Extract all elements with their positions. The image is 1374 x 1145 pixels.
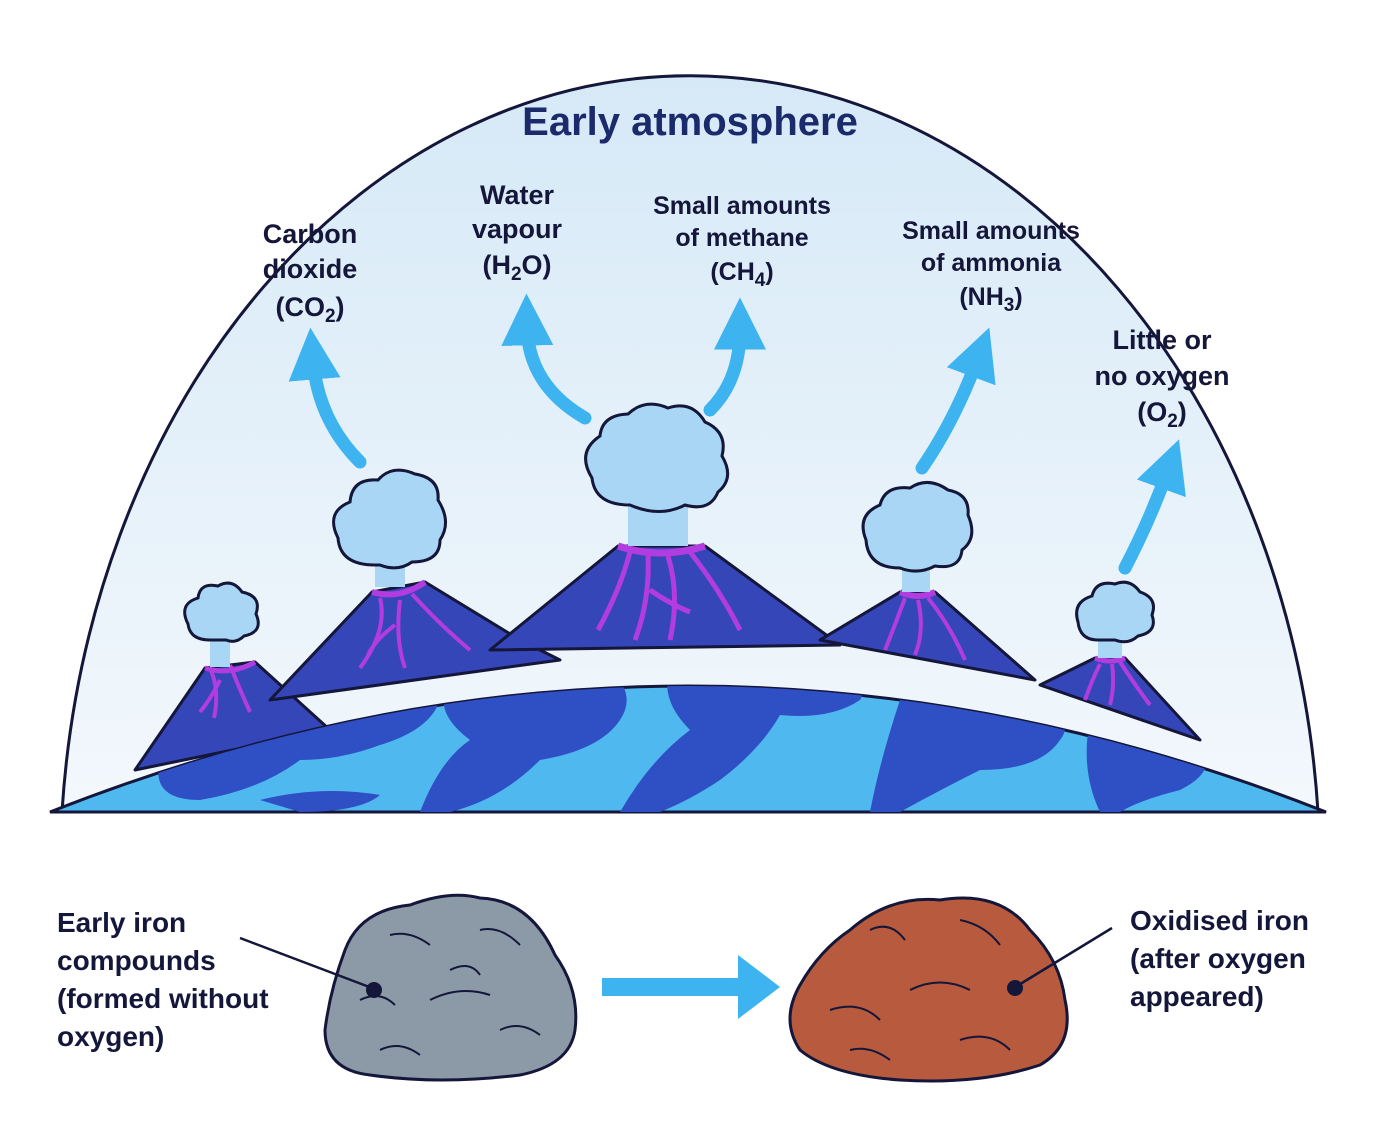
arrow-ammonia	[915, 327, 996, 475]
gas-label-ammonia: Small amounts of ammonia (NH3)	[902, 217, 1080, 316]
rock-label-line: (after oxygen	[1130, 943, 1306, 974]
volcano-right	[818, 589, 1037, 682]
red-rock-leader-line	[1016, 926, 1113, 988]
rock-label-line: Oxidised iron	[1130, 905, 1309, 936]
volcano-left	[268, 579, 562, 702]
smoke-small-left	[183, 581, 260, 667]
gas-line1: Water	[480, 180, 555, 210]
gas-line2: dioxide	[263, 254, 358, 284]
arrow-water-vapour	[501, 293, 592, 425]
gas-line1: Small amounts	[653, 192, 831, 220]
grey-rock-leader-line	[239, 936, 373, 990]
gas-formula: (NH3)	[959, 283, 1022, 316]
rock-label-line: oxygen)	[57, 1021, 164, 1052]
gas-line1: Small amounts	[902, 217, 1080, 245]
gas-label-water-vapour: Water vapour (H2O)	[472, 180, 563, 285]
rock-label-line: appeared)	[1130, 981, 1264, 1012]
smoke-left	[332, 468, 447, 587]
volcano-small-right	[1038, 655, 1202, 742]
gas-line2: of methane	[675, 224, 808, 252]
gas-formula: (O2)	[1137, 397, 1187, 432]
rock-label-line: Early iron	[57, 907, 186, 938]
rock-label-line: (formed without	[57, 983, 269, 1014]
red-iron-rock	[788, 896, 1069, 1083]
gas-line2: no oxygen	[1094, 361, 1229, 391]
gas-label-methane: Small amounts of methane (CH4)	[653, 192, 831, 291]
gas-label-carbon-dioxide: Carbon dioxide (CO2)	[263, 219, 358, 327]
gas-label-oxygen: Little or no oxygen (O2)	[1094, 325, 1229, 432]
smoke-small-right	[1075, 580, 1155, 658]
grey-iron-rock	[323, 893, 578, 1082]
arrow-oxygen	[1118, 439, 1186, 575]
gas-line2: vapour	[472, 214, 563, 244]
arrow-methane	[703, 297, 766, 417]
smoke-right	[861, 481, 974, 592]
grey-rock-marker	[366, 982, 382, 998]
label-early-iron-compounds: Early iron compounds (formed without oxy…	[57, 907, 269, 1052]
gas-line1: Carbon	[263, 219, 358, 249]
rock-label-line: compounds	[57, 945, 216, 976]
volcanoes	[133, 542, 1202, 772]
gas-formula: (CH4)	[710, 258, 773, 291]
gas-arrows	[288, 293, 1186, 575]
smoke-clouds	[183, 402, 1155, 667]
label-oxidised-iron: Oxidised iron (after oxygen appeared)	[1130, 905, 1309, 1012]
gas-formula: (H2O)	[482, 250, 551, 285]
gas-formula: (CO2)	[275, 292, 344, 327]
gas-line1: Little or	[1113, 325, 1212, 355]
gas-line2: of ammonia	[921, 249, 1062, 277]
arrow-carbon-dioxide	[288, 327, 367, 469]
smoke-center	[584, 402, 730, 546]
volcano-center	[488, 542, 842, 652]
oxidation-arrow	[602, 955, 780, 1019]
diagram-title: Early atmosphere	[522, 100, 858, 144]
